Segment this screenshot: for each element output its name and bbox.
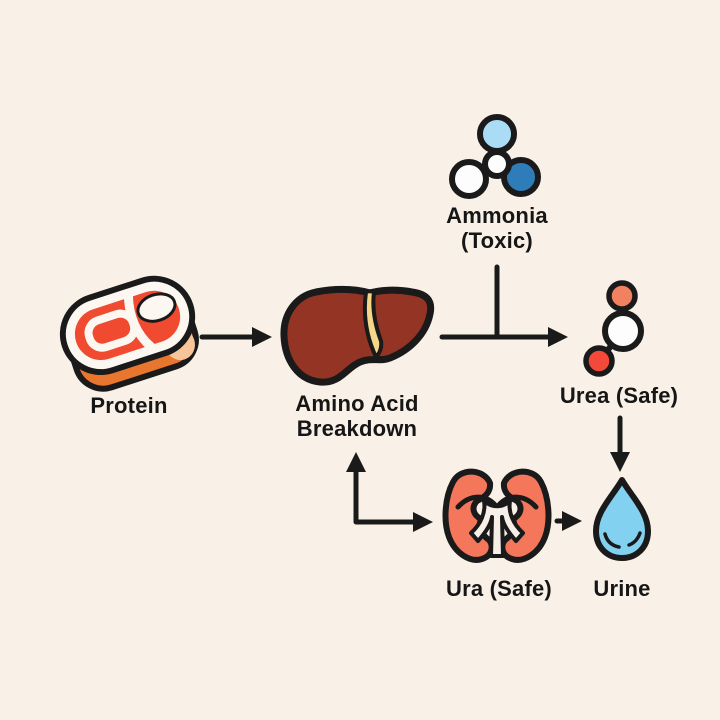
ammonia-label: Ammonia (Toxic) [446, 203, 548, 253]
urine-label: Urine [593, 576, 650, 601]
steak-icon [59, 275, 199, 392]
protein-label-text: Protein [90, 393, 168, 418]
protein-label: Protein [90, 393, 167, 418]
ureter-pelvis [469, 499, 525, 558]
kidneys-label: Ura (Safe) [446, 576, 552, 601]
liver-label: Amino Acid Breakdown [295, 391, 418, 441]
arrow-elbow-kidneys-liver [346, 452, 433, 532]
ammonia-label-line1: Ammonia [446, 203, 548, 228]
ammonia-label-line2: (Toxic) [461, 228, 533, 253]
kidneys-icon [442, 468, 552, 563]
urea-label: Urea (Safe) [560, 383, 678, 408]
liver-icon [280, 286, 435, 386]
liver-label-line1: Amino Acid [295, 391, 419, 416]
urea-label-text: Urea (Safe) [559, 383, 679, 408]
ammonia-molecule-icon [449, 114, 541, 199]
urine-label-text: Urine [593, 576, 651, 601]
water-drop-icon [593, 477, 651, 561]
gallbladder-strip [362, 289, 384, 359]
liver-label-line2: Breakdown [296, 416, 418, 441]
urea-molecule-icon [583, 280, 644, 377]
flow-arrows [199, 264, 630, 532]
kidneys-label-text: Ura (Safe) [446, 576, 552, 601]
